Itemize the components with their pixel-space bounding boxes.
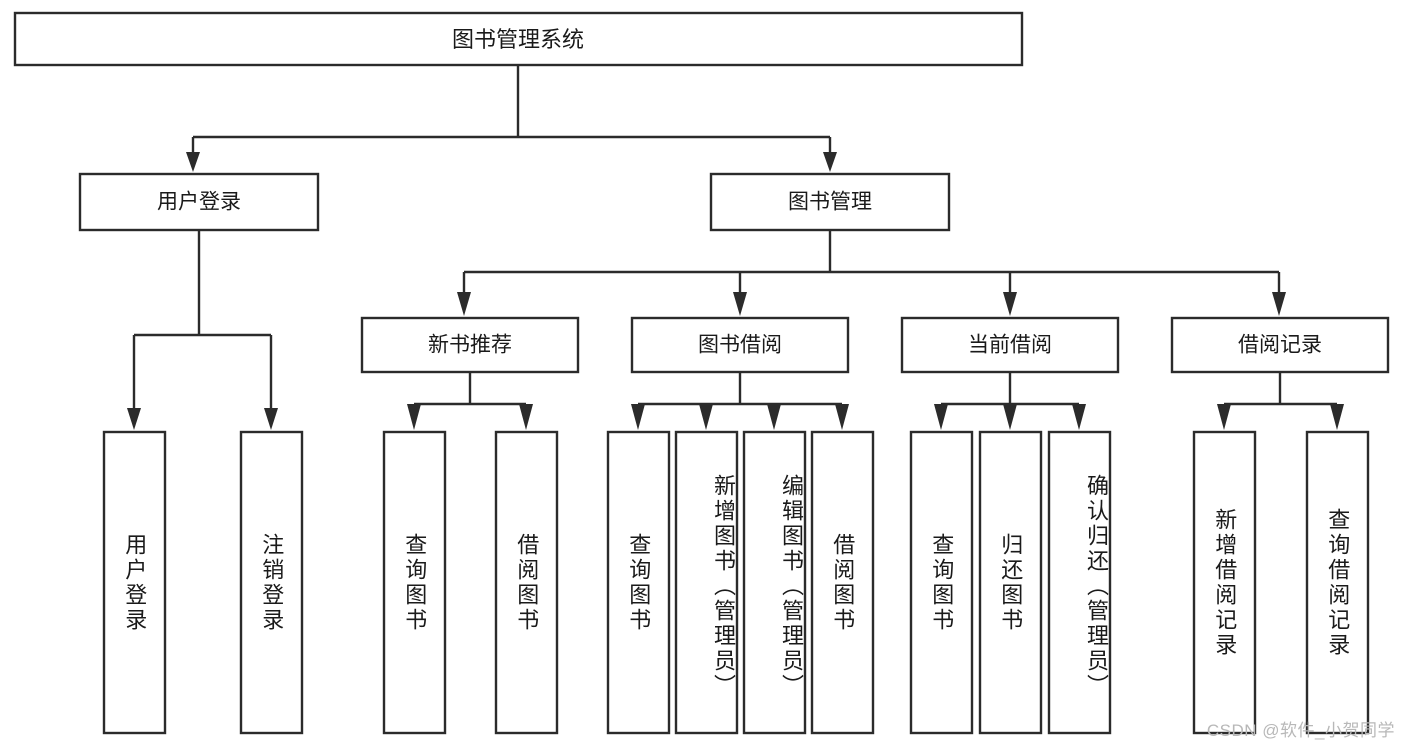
arrow-root-to-user-login <box>186 152 200 172</box>
node-book-borrow-label: 图书借阅 <box>698 334 782 357</box>
node-borrow-record-box[interactable] <box>1170 316 1390 374</box>
arrow-bb-leaf3 <box>835 404 849 430</box>
arrow-nbr-leaf0 <box>407 404 421 430</box>
arrow-br-leaf0 <box>1217 404 1231 430</box>
leaf-box-nbr-0[interactable] <box>382 430 447 735</box>
node-book-manage-label: 图书管理 <box>788 191 872 214</box>
leaf-box-bb-1[interactable] <box>674 430 739 735</box>
node-borrow-record-label: 借阅记录 <box>1238 334 1322 357</box>
node-current-borrow[interactable]: 当前借阅 <box>900 316 1120 374</box>
leaf-box-user-login-0[interactable] <box>102 430 167 735</box>
node-root[interactable]: 图书管理系统 <box>13 11 1024 67</box>
leaf-box-cb-1[interactable] <box>978 430 1043 735</box>
arrow-bm-to-l3-0 <box>457 292 471 316</box>
arrow-br-leaf1 <box>1330 404 1344 430</box>
arrow-bm-to-l3-2 <box>1003 292 1017 316</box>
arrow-cb-leaf1 <box>1003 404 1017 430</box>
node-book-manage-box[interactable] <box>709 172 951 232</box>
leaf-box-bb-0[interactable] <box>606 430 671 735</box>
node-user-login-label: 用户登录 <box>157 191 241 214</box>
leaf-box-nbr-1[interactable] <box>494 430 559 735</box>
node-user-login[interactable]: 用户登录 <box>78 172 320 232</box>
arrow-bm-to-l3-3 <box>1272 292 1286 316</box>
node-book-borrow-box[interactable] <box>630 316 850 374</box>
leaf-box-cb-2[interactable] <box>1047 430 1112 735</box>
node-new-book-recommend[interactable]: 新书推荐 <box>360 316 580 374</box>
csdn-watermark: CSDN @软件_小贺同学 <box>1206 721 1395 740</box>
node-new-book-recommend-label: 新书推荐 <box>428 334 512 357</box>
leaf-box-br-1[interactable] <box>1305 430 1370 735</box>
arrow-cb-leaf0 <box>934 404 948 430</box>
arrow-bb-leaf0 <box>631 404 645 430</box>
arrow-root-to-book-manage <box>823 152 837 172</box>
arrow-user-login-leaf0 <box>127 408 141 430</box>
node-current-borrow-box[interactable] <box>900 316 1120 374</box>
leaf-box-bb-2[interactable] <box>742 430 807 735</box>
arrow-bb-leaf1 <box>699 404 713 430</box>
node-book-borrow[interactable]: 图书借阅 <box>630 316 850 374</box>
node-current-borrow-label: 当前借阅 <box>968 334 1052 357</box>
leaf-box-bb-3[interactable] <box>810 430 875 735</box>
arrow-bb-leaf2 <box>767 404 781 430</box>
node-root-label: 图书管理系统 <box>452 27 584 52</box>
node-new-book-recommend-box[interactable] <box>360 316 580 374</box>
node-root-box[interactable] <box>13 11 1024 67</box>
leaf-box-user-login-1[interactable] <box>239 430 304 735</box>
arrow-user-login-leaf1 <box>264 408 278 430</box>
node-book-manage[interactable]: 图书管理 <box>709 172 951 232</box>
node-borrow-record[interactable]: 借阅记录 <box>1170 316 1390 374</box>
leaf-box-cb-0[interactable] <box>909 430 974 735</box>
leaf-box-br-0[interactable] <box>1192 430 1257 735</box>
arrow-cb-leaf2 <box>1072 404 1086 430</box>
arrow-bm-to-l3-1 <box>733 292 747 316</box>
arrow-nbr-leaf1 <box>519 404 533 430</box>
